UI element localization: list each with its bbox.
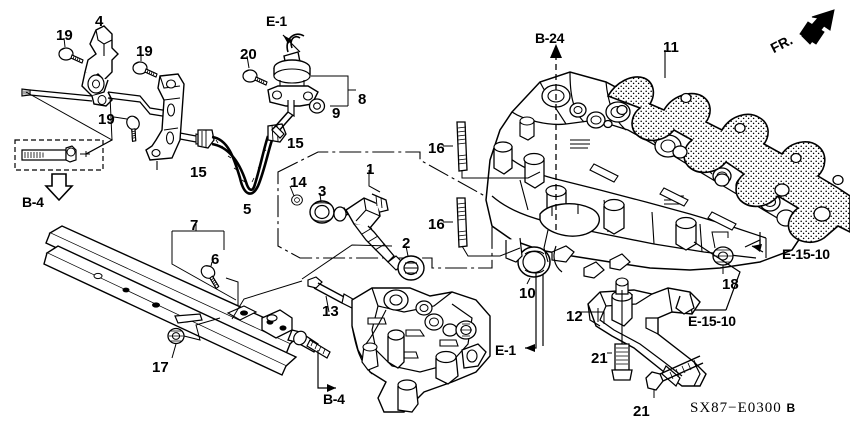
injector-assembly-box [277, 151, 493, 269]
reference-label-ce15a: E-15-10 [782, 246, 830, 262]
part-callout-c5: 5 [243, 201, 252, 218]
part-callout-c3: 3 [318, 183, 327, 200]
part-callout-c20: 20 [240, 46, 257, 63]
e1-leader-bottom [525, 272, 544, 352]
part-callout-c7: 7 [190, 217, 199, 234]
part-callout-c17: 17 [152, 359, 169, 376]
reference-label-ce15b: E-15-10 [688, 313, 736, 329]
solenoid-valve-group [242, 33, 356, 139]
injector-group [289, 170, 425, 281]
intake-manifold-body [485, 71, 801, 279]
diagram-id-suffix: B [786, 401, 796, 415]
part-callout-c13: 13 [322, 303, 339, 320]
diagram-id: SX87−E0300 B [690, 400, 795, 417]
reference-label-cb24: B-24 [535, 30, 565, 46]
part-callout-c21b: 21 [633, 403, 650, 420]
reference-label-cb4b: B-4 [323, 391, 345, 407]
part-callout-c14: 14 [290, 174, 307, 191]
bolt-19-group [58, 37, 158, 143]
reference-label-cb4a: B-4 [22, 194, 44, 210]
front-direction-arrow [799, 9, 835, 45]
part-callout-c1: 1 [366, 161, 375, 178]
stud-16-group [443, 121, 541, 257]
reference-label-ce1a: E-1 [266, 13, 287, 29]
diagram-id-main: SX87−E0300 [690, 400, 782, 416]
part-callout-c10: 10 [519, 285, 536, 302]
part-callout-c6: 6 [211, 251, 220, 268]
part-callout-c15b: 15 [190, 164, 207, 181]
part-callout-c11: 11 [663, 39, 679, 56]
reference-label-ce1b: E-1 [495, 342, 516, 358]
b4-detail-callout [14, 91, 114, 202]
part-callout-c4: 4 [95, 13, 104, 30]
part-callout-c16b: 16 [428, 216, 445, 233]
fuel-rail-group [43, 224, 401, 392]
part-callout-c19c: 19 [98, 111, 115, 128]
part-callout-c16a: 16 [428, 140, 445, 157]
part-callout-c19b: 19 [136, 43, 153, 60]
manifold-gasket [603, 50, 850, 244]
part-callout-c8: 8 [358, 91, 367, 108]
throttle-bracket-group [21, 25, 287, 195]
part-callout-c9: 9 [332, 105, 341, 122]
b24-arrow [550, 44, 562, 230]
mount-bracket-12-group [581, 277, 707, 398]
part-callout-c19a: 19 [56, 27, 73, 44]
part-callout-c18: 18 [722, 276, 739, 293]
part-callout-c2: 2 [402, 235, 411, 252]
part-callout-c21a: 21 [591, 350, 608, 367]
lower-manifold-body [351, 287, 491, 413]
part-10-leader [526, 277, 531, 285]
part-callout-c12: 12 [566, 308, 583, 325]
part-callout-c15a: 15 [287, 135, 304, 152]
